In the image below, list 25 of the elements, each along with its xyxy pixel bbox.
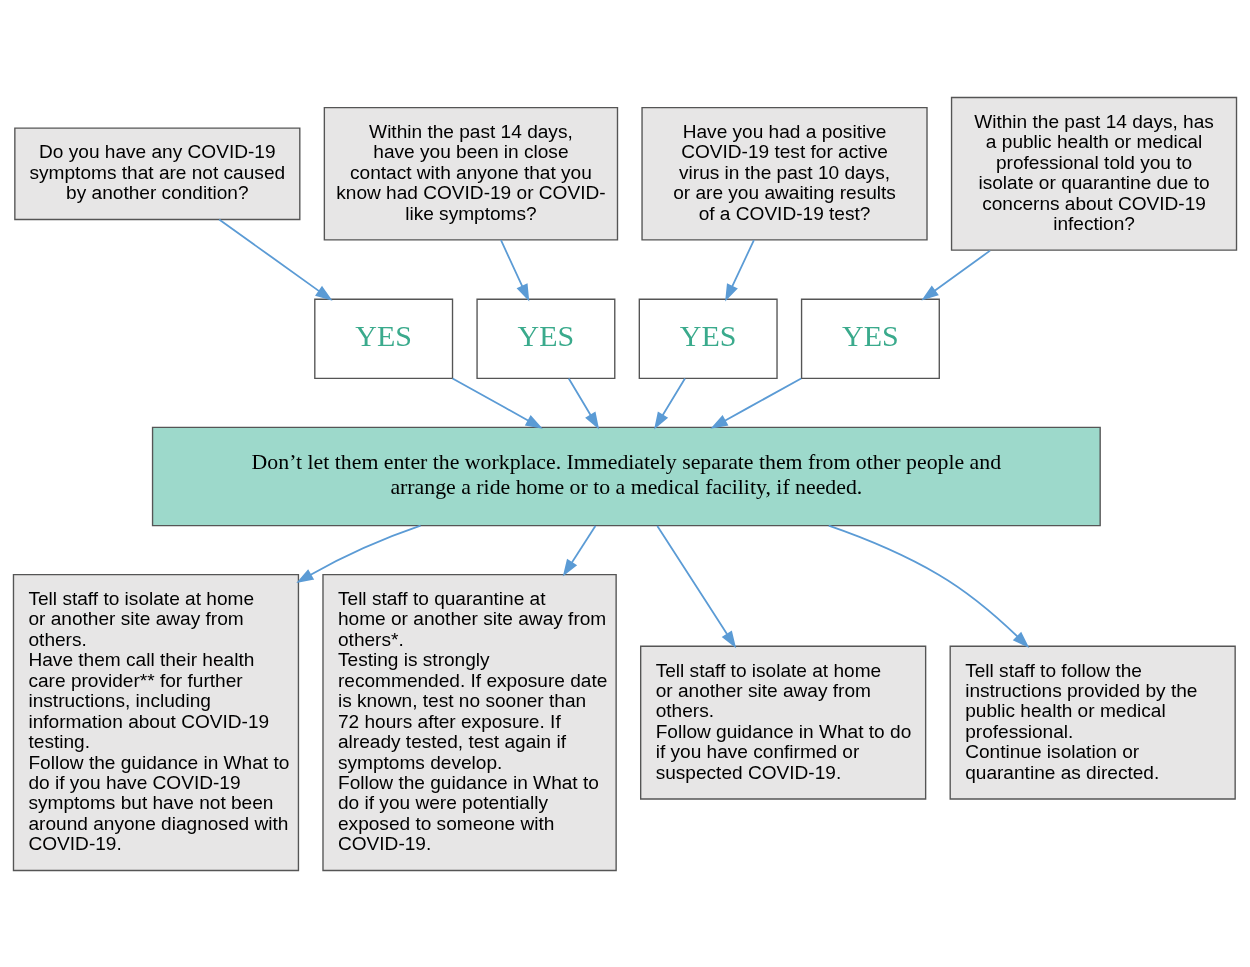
node-box: Within the past 14 days, have you been in close contact with anyone that you know had COVID-19 or COVID-like symptoms? xyxy=(323,106,619,241)
arrow xyxy=(725,238,755,301)
arrow xyxy=(296,524,422,583)
arrow xyxy=(500,238,530,301)
node-box: YES xyxy=(800,298,940,379)
node-box: Do you have any COVID-19 symptoms that are not caused by another condition? xyxy=(14,126,301,220)
arrow xyxy=(562,524,597,577)
arrow xyxy=(654,377,686,429)
arrow xyxy=(451,377,543,429)
node-box: Tell staff to follow the instructions provided by the public health or medical professional. Continue isolation or quarantine as directed. xyxy=(949,645,1236,800)
node-box: Within the past 14 days, has a public health or medical professional told you to isolate or quarantine due to concerns about COVID-19 infection? xyxy=(950,96,1238,251)
node-box: Don’t let them enter the workplace. Immediately separate them from other people and arrange a ride home or to a medical facility, if needed. xyxy=(151,426,1101,526)
node-box: YES xyxy=(476,298,616,379)
arrow xyxy=(710,377,802,429)
node-box: YES xyxy=(638,298,778,379)
arrow xyxy=(656,524,737,648)
node-box: Tell staff to isolate at home or another site away from others. Have them call their health care provider** for further instructions, including information about COVID-19 testing. Follow the guidance in What to do if you have COVID-19 symptoms but have not been around anyone diagnosed with COVID-19. xyxy=(12,573,300,871)
arrow xyxy=(921,249,991,300)
arrow xyxy=(827,524,1030,648)
node-box: YES xyxy=(314,298,454,379)
node-box: Have you had a positive COVID-19 test for active virus in the past 10 days, or are you awaiting results of a COVID-19 test? xyxy=(641,106,928,241)
node-box: Tell staff to quarantine at home or another site away from others*. Testing is strongly recommended. If exposure date is known, test no sooner than 72 hours after exposure. If already tested, test again if symptoms develop. Follow the guidance in What to do if you were potentially exposed to someone with COVID-19. xyxy=(322,573,617,871)
arrow xyxy=(567,377,600,429)
node-box: Tell staff to isolate at home or another site away from others. Follow guidance in What to do if you have confirmed or suspected COVID-19. xyxy=(640,645,927,800)
arrow xyxy=(218,218,333,301)
